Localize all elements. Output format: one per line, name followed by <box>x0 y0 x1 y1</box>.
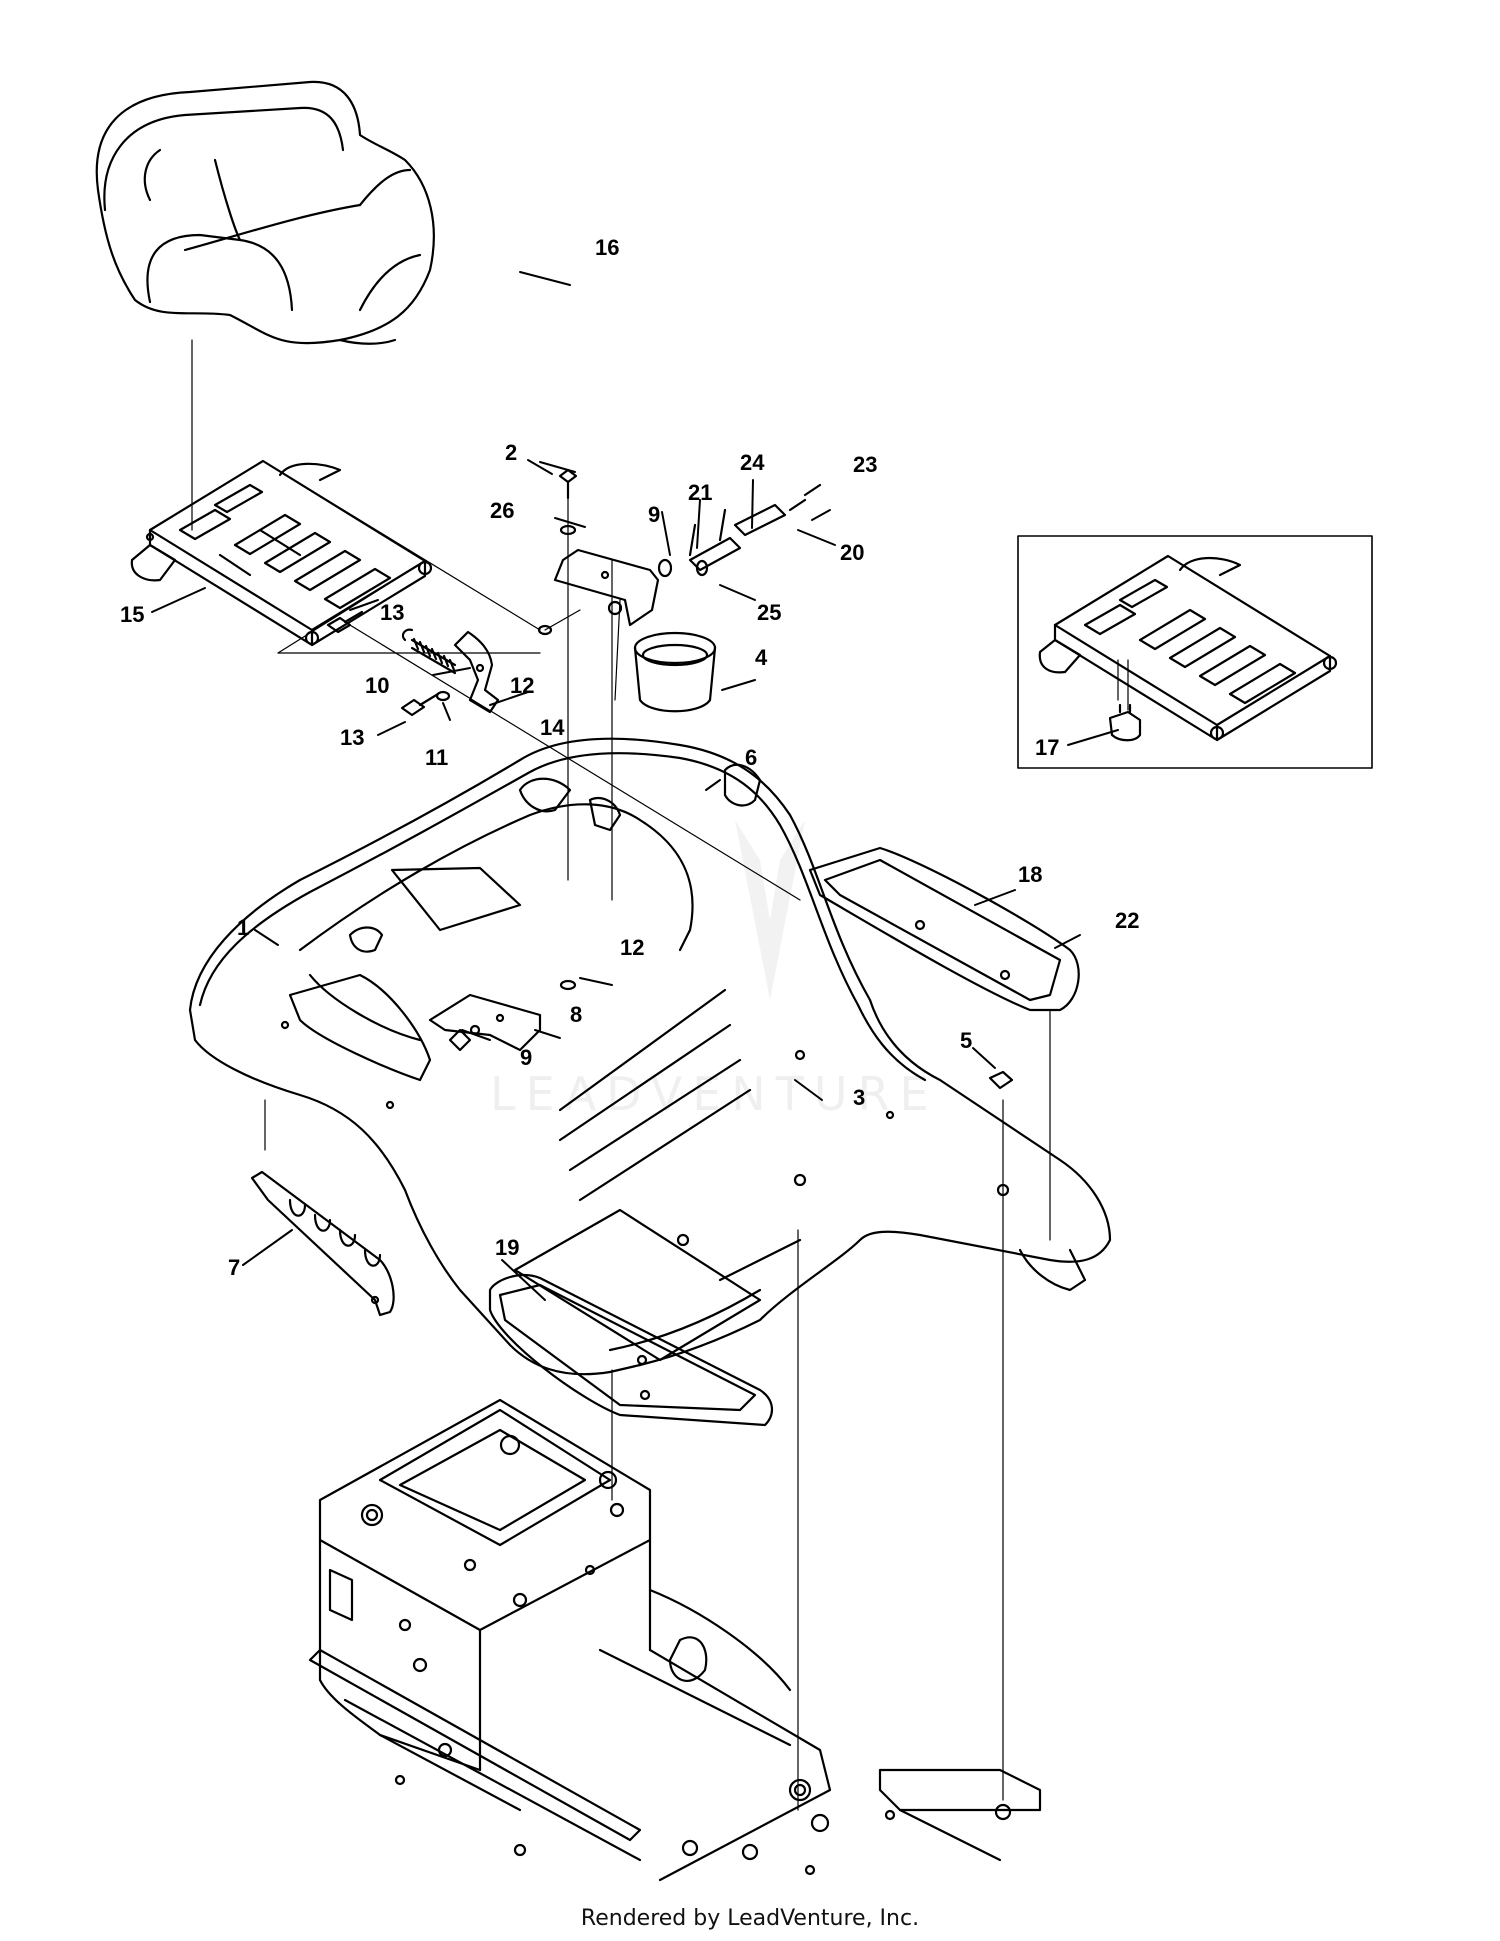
callout-26: 26 <box>490 498 514 523</box>
callout-15: 15 <box>120 602 144 627</box>
callout-2: 2 <box>505 440 517 465</box>
callout-3: 3 <box>853 1085 865 1110</box>
callout-9-top: 9 <box>648 502 660 527</box>
assembly-lines <box>191 339 1119 1811</box>
callout-5: 5 <box>960 1028 972 1053</box>
inset-seat-pan-part <box>1038 554 1338 742</box>
fender-body-part <box>188 737 1112 1376</box>
callout-25: 25 <box>757 600 781 625</box>
callout-12-top: 12 <box>510 673 534 698</box>
callout-12-bottom: 12 <box>620 935 644 960</box>
inset-box <box>1017 535 1373 769</box>
seat-part <box>95 80 435 345</box>
callout-11: 11 <box>425 745 448 770</box>
chassis-frame-part <box>308 1398 1042 1882</box>
callout-19: 18 <box>1018 862 1042 887</box>
callout-10: 10 <box>365 673 389 698</box>
left-pad-part <box>488 1273 773 1427</box>
callout-9-bottom: 9 <box>520 1045 532 1070</box>
bolt-2-part <box>558 468 578 536</box>
callout-16: 16 <box>595 235 619 260</box>
callout-labels: 2 26 9 21 24 23 20 25 4 16 15 13 10 12 1… <box>120 235 1139 1280</box>
cup-part <box>633 631 717 713</box>
latch-bracket-part <box>453 630 500 714</box>
right-pad-part <box>808 846 1080 1012</box>
callout-4: 4 <box>755 645 768 670</box>
foot-bracket-part <box>250 1170 395 1317</box>
callout-17: 21 <box>688 480 712 505</box>
callout-1: 1 <box>237 915 249 940</box>
callout-7: 7 <box>228 1255 240 1280</box>
spring-part <box>401 628 457 675</box>
callout-13-top: 13 <box>380 600 404 625</box>
callout-23: 20 <box>840 540 864 565</box>
callout-21: 22 <box>1115 908 1139 933</box>
leader-lines <box>151 271 1119 1301</box>
watermark: LEADVENTURE <box>490 820 939 1121</box>
callout-24: 24 <box>740 450 765 475</box>
callout-6: 6 <box>745 745 757 770</box>
callout-8: 8 <box>570 1002 582 1027</box>
pivot-bracket-part <box>553 483 822 627</box>
callout-13-bottom: 13 <box>340 725 364 750</box>
watermark-text: LEADVENTURE <box>490 1067 939 1121</box>
callout-14: 14 <box>540 715 565 740</box>
callout-20: 19 <box>495 1235 519 1260</box>
footer-credit: Rendered by LeadVenture, Inc. <box>580 1906 920 1931</box>
callout-22: 23 <box>853 452 877 477</box>
watermark-logo <box>735 820 805 1000</box>
callout-18: 17 <box>1035 735 1059 760</box>
